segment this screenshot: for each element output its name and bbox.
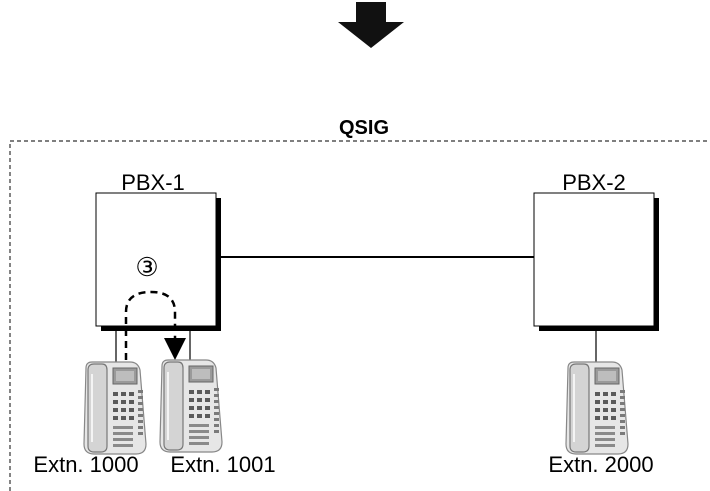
pbx2-box: [533, 192, 659, 331]
pbx2-label: PBX-2: [562, 170, 626, 195]
call-transfer-arc: [124, 290, 177, 360]
telephone-icon: [83, 361, 147, 455]
step-marker: ③: [135, 252, 158, 282]
pbx1-box: [95, 192, 221, 331]
arrow-down-icon: [338, 2, 404, 48]
extn-2000-label: Extn. 2000: [548, 452, 653, 477]
network-boundary: [9, 140, 710, 491]
pbx1-label: PBX-1: [121, 170, 185, 195]
telephone-icon: [159, 359, 223, 453]
extn-1001-label: Extn. 1001: [170, 452, 275, 477]
extn-1000-label: Extn. 1000: [33, 452, 138, 477]
network-label: QSIG: [339, 117, 389, 139]
call-transfer-arrowhead: [164, 338, 186, 360]
telephone-icon: [565, 361, 629, 455]
